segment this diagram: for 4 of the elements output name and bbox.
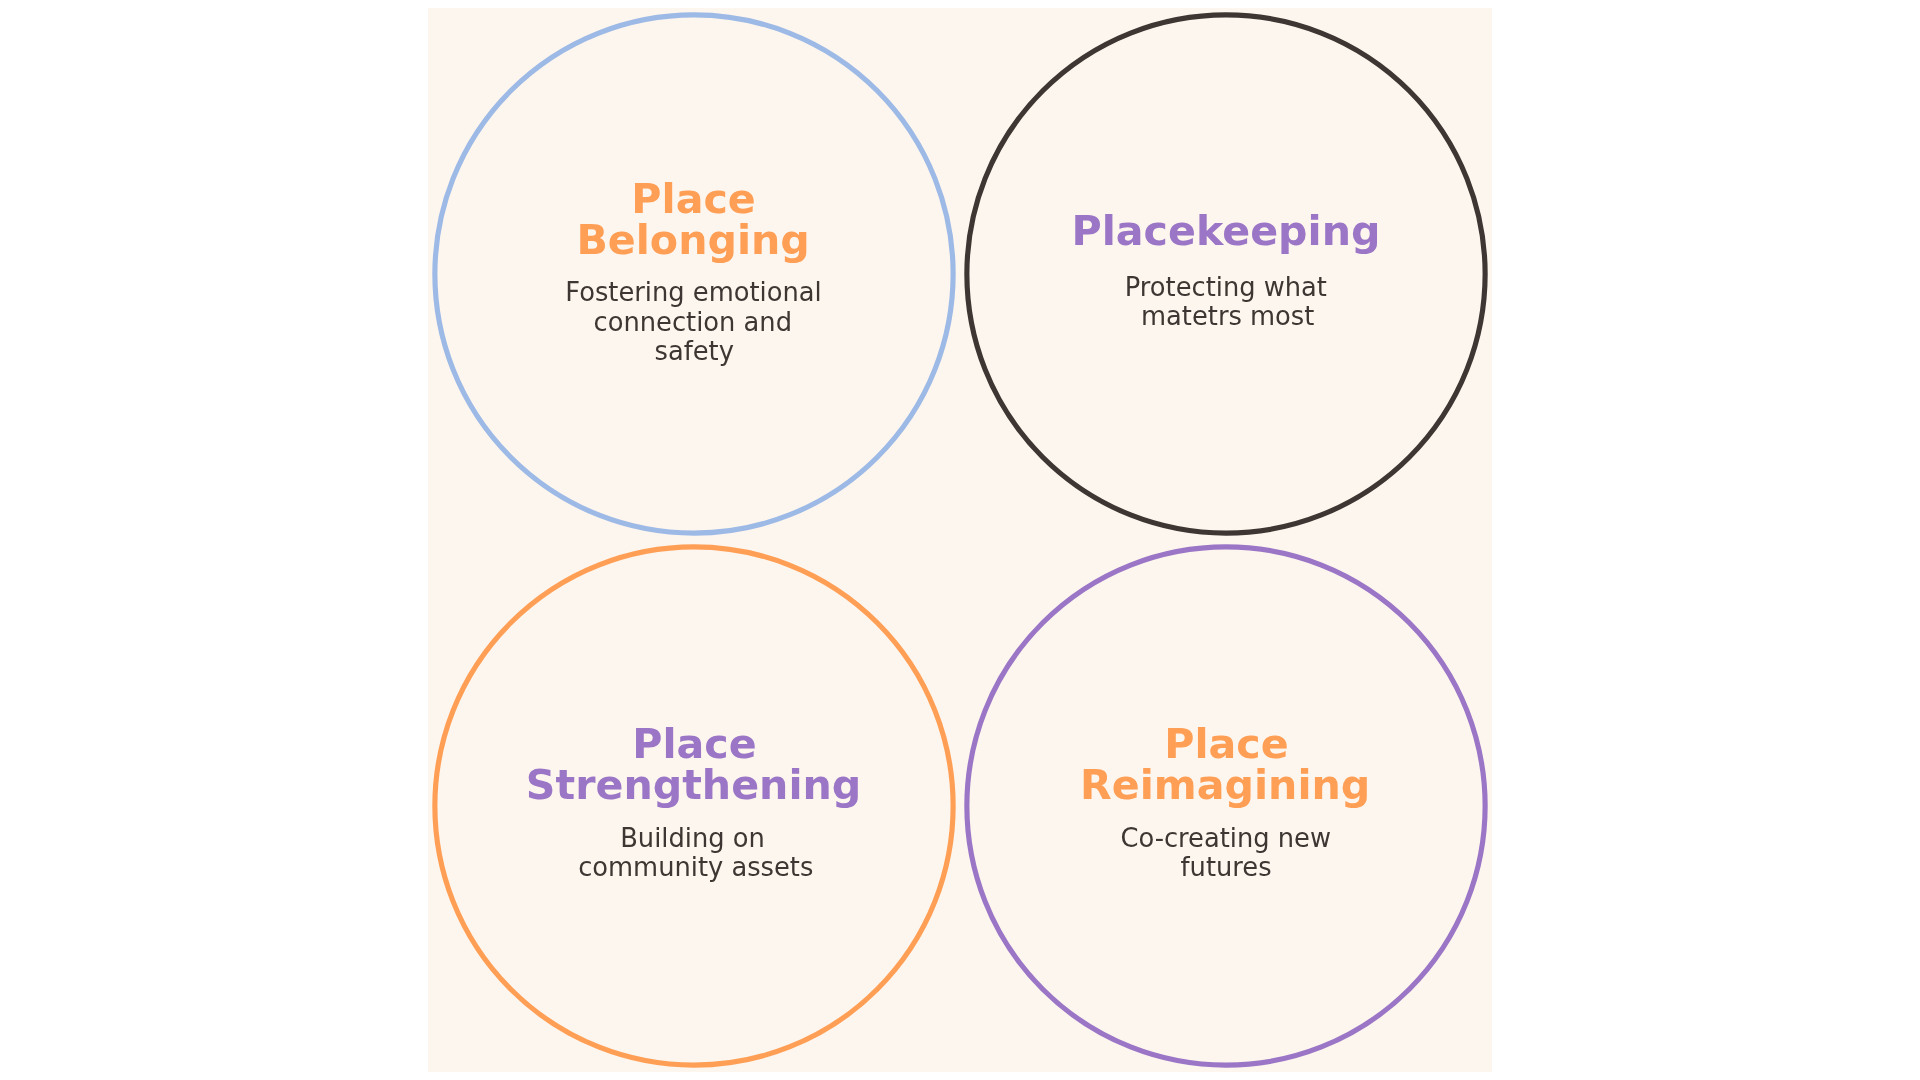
node-circle: Place Strengthening Building on community assets xyxy=(432,544,956,1068)
node-circle: Place Belonging Fostering emotional connection and safety xyxy=(432,12,956,536)
node-circle: Place Reimagining Co-creating new futures xyxy=(964,544,1488,1068)
node-circle: Placekeeping Protecting what matetrs most xyxy=(964,12,1488,536)
